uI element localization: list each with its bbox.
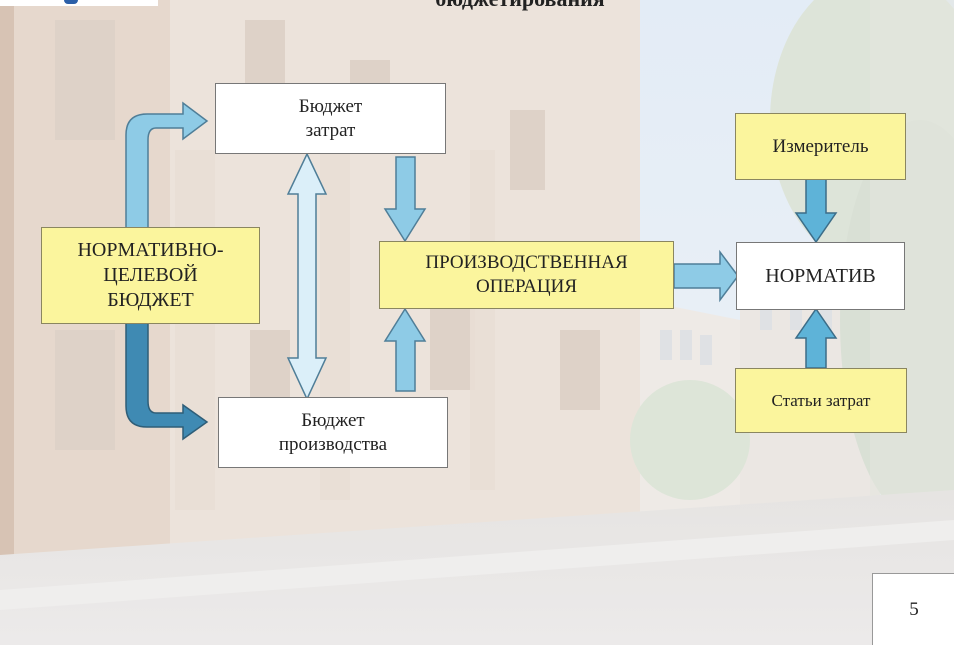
production-budget-box: Бюджет производства [218, 397, 448, 468]
curved-arrow-up-right [125, 101, 209, 234]
arrow-right-to-normative [673, 249, 739, 303]
cost-items-box: Статьи затрат [735, 368, 907, 433]
curved-arrow-down-right [125, 321, 209, 441]
double-arrow-vertical [286, 152, 328, 401]
normative-target-budget-box: НОРМАТИВНО- ЦЕЛЕВОЙ БЮДЖЕТ [41, 227, 260, 324]
slide-title: бюджетирования [340, 0, 700, 12]
page-number: 5 [872, 573, 954, 645]
arrow-up-to-normative [794, 307, 838, 369]
cost-budget-box: Бюджет затрат [215, 83, 446, 154]
measure-box: Измеритель [735, 113, 906, 180]
logo [0, 0, 158, 6]
arrow-down-to-operation [383, 156, 427, 243]
normative-box: НОРМАТИВ [736, 242, 905, 310]
arrow-down-to-normative [794, 177, 838, 244]
arrow-up-to-operation [383, 307, 427, 392]
production-operation-box: ПРОИЗВОДСТВЕННАЯ ОПЕРАЦИЯ [379, 241, 674, 309]
